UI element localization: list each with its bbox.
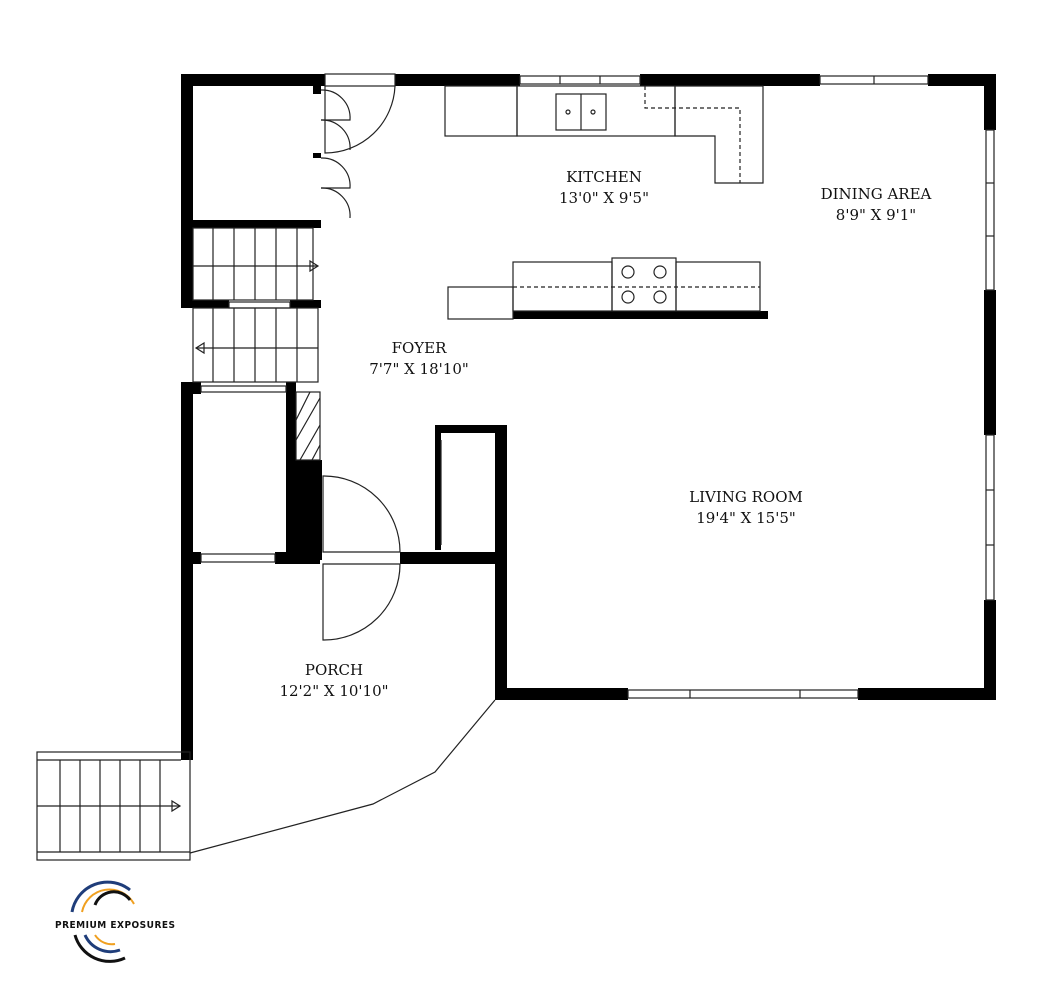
walls: [181, 74, 996, 760]
logo-mark: [70, 880, 135, 963]
room-dimensions: 13'0" X 9'5": [559, 189, 649, 207]
room-label-dining-area: DINING AREA 8'9" X 9'1": [821, 184, 932, 226]
room-label-foyer: FOYER 7'7" X 18'10": [369, 338, 469, 380]
room-name: PORCH: [304, 661, 364, 679]
room-name: KITCHEN: [566, 168, 642, 186]
room-name: FOYER: [391, 339, 447, 357]
room-dimensions: 8'9" X 9'1": [835, 206, 917, 224]
room-label-living-room: LIVING ROOM 19'4" X 15'5": [689, 487, 803, 529]
stairs-lower: [192, 307, 319, 383]
stairs-upper: [192, 227, 320, 301]
porch-stairs: [36, 751, 191, 861]
room-dimensions: 12'2" X 10'10": [279, 682, 389, 700]
room-label-kitchen: KITCHEN 13'0" X 9'5": [559, 167, 649, 209]
room-dimensions: 7'7" X 18'10": [369, 360, 469, 378]
room-name: LIVING ROOM: [689, 488, 803, 506]
fixtures: [36, 73, 995, 861]
room-dimensions: 19'4" X 15'5": [696, 509, 796, 527]
room-label-porch: PORCH 12'2" X 10'10": [279, 660, 388, 702]
room-name: DINING AREA: [820, 185, 932, 203]
logo-text: PREMIUM EXPOSURES: [55, 920, 176, 931]
